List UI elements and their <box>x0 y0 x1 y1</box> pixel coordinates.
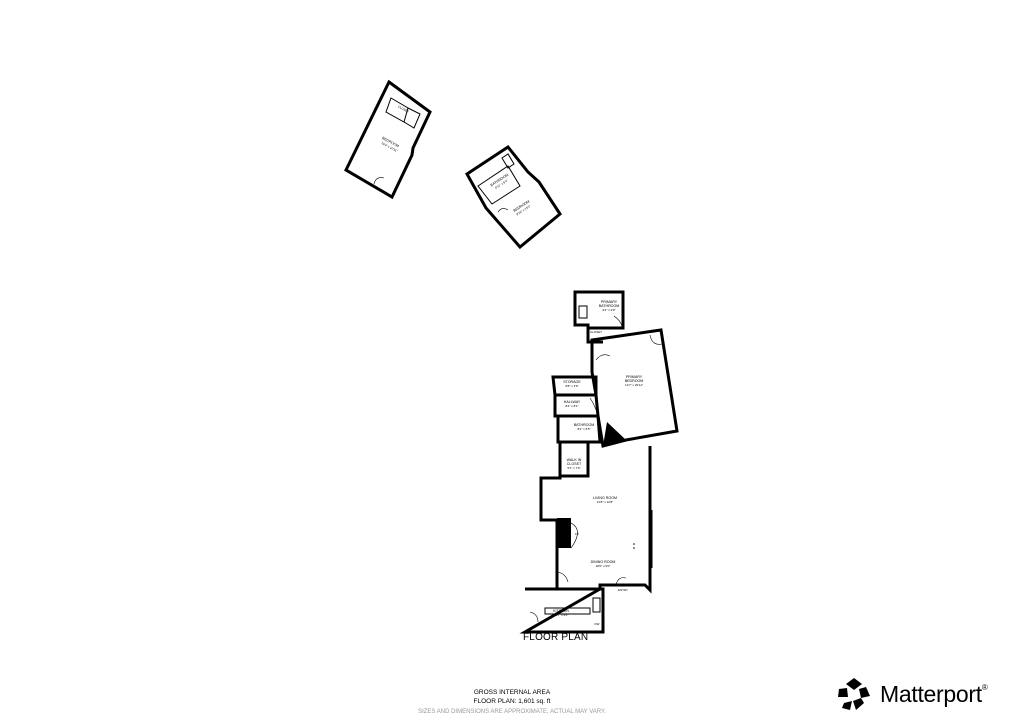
kitchen-door <box>529 611 539 623</box>
hallway-walls <box>553 395 598 418</box>
dining-room-door <box>557 571 569 583</box>
primary-bedroom-label-1: PRIMARY <box>626 375 643 379</box>
bathroom-walls <box>556 415 602 444</box>
upper-bathroom-walls <box>477 165 521 205</box>
walk-in-closet-label-2: CLOSET <box>567 462 582 466</box>
primary-bedroom-label-2: BEDROOM <box>625 379 644 383</box>
upper-bedroom-2-walls <box>465 144 562 250</box>
living-room-label: LIVING ROOM <box>593 496 617 500</box>
gross-internal-area-label: GROSS INTERNAL AREA <box>473 689 551 696</box>
primary-bathroom-label-2: BATHROOM <box>599 304 620 308</box>
upper-bedroom-1-group: BEDROOM 16'3" x 10'11" CLOSET <box>344 79 432 200</box>
brand-name-text: Matterport <box>880 680 982 707</box>
primary-bathroom-label-1: PRIMARY <box>601 300 618 304</box>
walk-in-closet-label-1: WALK IN <box>567 458 582 462</box>
storage-walls <box>551 375 598 397</box>
upper-bedroom-1-dims: 16'3" x 10'11" <box>381 141 399 153</box>
bathroom-dims: 8'2" x 5'5" <box>577 427 590 431</box>
floor-plan-area: FLOOR PLAN: 1,601 sq. ft <box>473 698 551 705</box>
living-room-dims: 21'8" x 12'8" <box>597 500 613 504</box>
primary-bathroom-dims: 9'4" x 9'9" <box>602 308 615 312</box>
matterport-wordmark: Matterport® <box>880 680 988 708</box>
hallway-dims: 8'4" x 8'1" <box>565 404 578 408</box>
living-dining-walls <box>539 446 652 594</box>
upper-closet-divider <box>403 107 421 129</box>
primary-bedroom-dims: 14'7" x 20'11" <box>625 383 643 387</box>
kitchen-side-counter <box>592 597 601 613</box>
entry-door <box>615 577 627 586</box>
main-floor-group: PRIMARY BATHROOM 9'4" x 9'9" CLOSET PRIM… <box>519 290 679 634</box>
disclaimer: SIZES AND DIMENSIONS ARE APPROXIMATE, AC… <box>418 709 606 715</box>
entry-label: ENTRY <box>618 588 628 592</box>
fireplace <box>557 518 571 548</box>
kitchen-walls <box>519 587 605 634</box>
primary-bedroom-walls <box>590 328 679 448</box>
ceiling-light-2 <box>633 547 635 549</box>
primary-bathroom-walls <box>573 290 625 330</box>
hallway-door <box>589 397 597 411</box>
fireplace-label: FP <box>575 532 579 536</box>
storage-dims: 8'8" x 3'6" <box>565 384 578 388</box>
primary-bedroom-window-door <box>649 334 663 345</box>
fireplace-hearth <box>570 522 578 549</box>
walk-in-closet-dims: 5'1" x 7'6" <box>567 466 580 470</box>
floor-plan-title: FLOOR PLAN <box>523 632 589 643</box>
dishwasher-label: DW <box>595 622 600 626</box>
dining-room-label: DINING ROOM <box>591 560 616 564</box>
upper-bathroom-fixture <box>501 153 515 169</box>
wedge-wall <box>603 422 626 446</box>
hallway-label: HALLWAY <box>564 400 581 404</box>
primary-closet-walls <box>586 328 603 344</box>
upper-bedroom-2-group: BATHROOM 6'11" x 5'4" BEDROOM 9'10" x 13… <box>465 144 562 250</box>
storage-label: STORAGE <box>563 380 581 384</box>
kitchen-dims: 15'2" x 9'6" <box>554 613 569 617</box>
ceiling-light-1 <box>633 543 635 545</box>
upper-bedroom-1-walls <box>344 79 432 200</box>
primary-bathroom-door <box>613 315 623 327</box>
registered-mark: ® <box>981 682 988 692</box>
kitchen-counter <box>544 607 591 615</box>
primary-bathroom-fixture <box>578 305 588 319</box>
upper-bedroom-2-door <box>497 208 509 213</box>
upper-bedroom-1-door <box>373 177 385 185</box>
bathroom-label: BATHROOM <box>574 423 595 427</box>
upper-bathroom-dims: 6'11" x 5'4" <box>494 179 508 190</box>
matterport-brand: Matterport® <box>836 676 988 712</box>
primary-closet-label: CLOSET <box>590 330 602 334</box>
kitchen-label: KITCHEN <box>553 609 569 613</box>
primary-bedroom-door <box>595 354 611 361</box>
dining-room-dims: 18'0" x 9'0" <box>596 564 611 568</box>
upper-closet-label: CLOSET <box>397 105 410 114</box>
matterport-logo-icon <box>838 678 870 710</box>
